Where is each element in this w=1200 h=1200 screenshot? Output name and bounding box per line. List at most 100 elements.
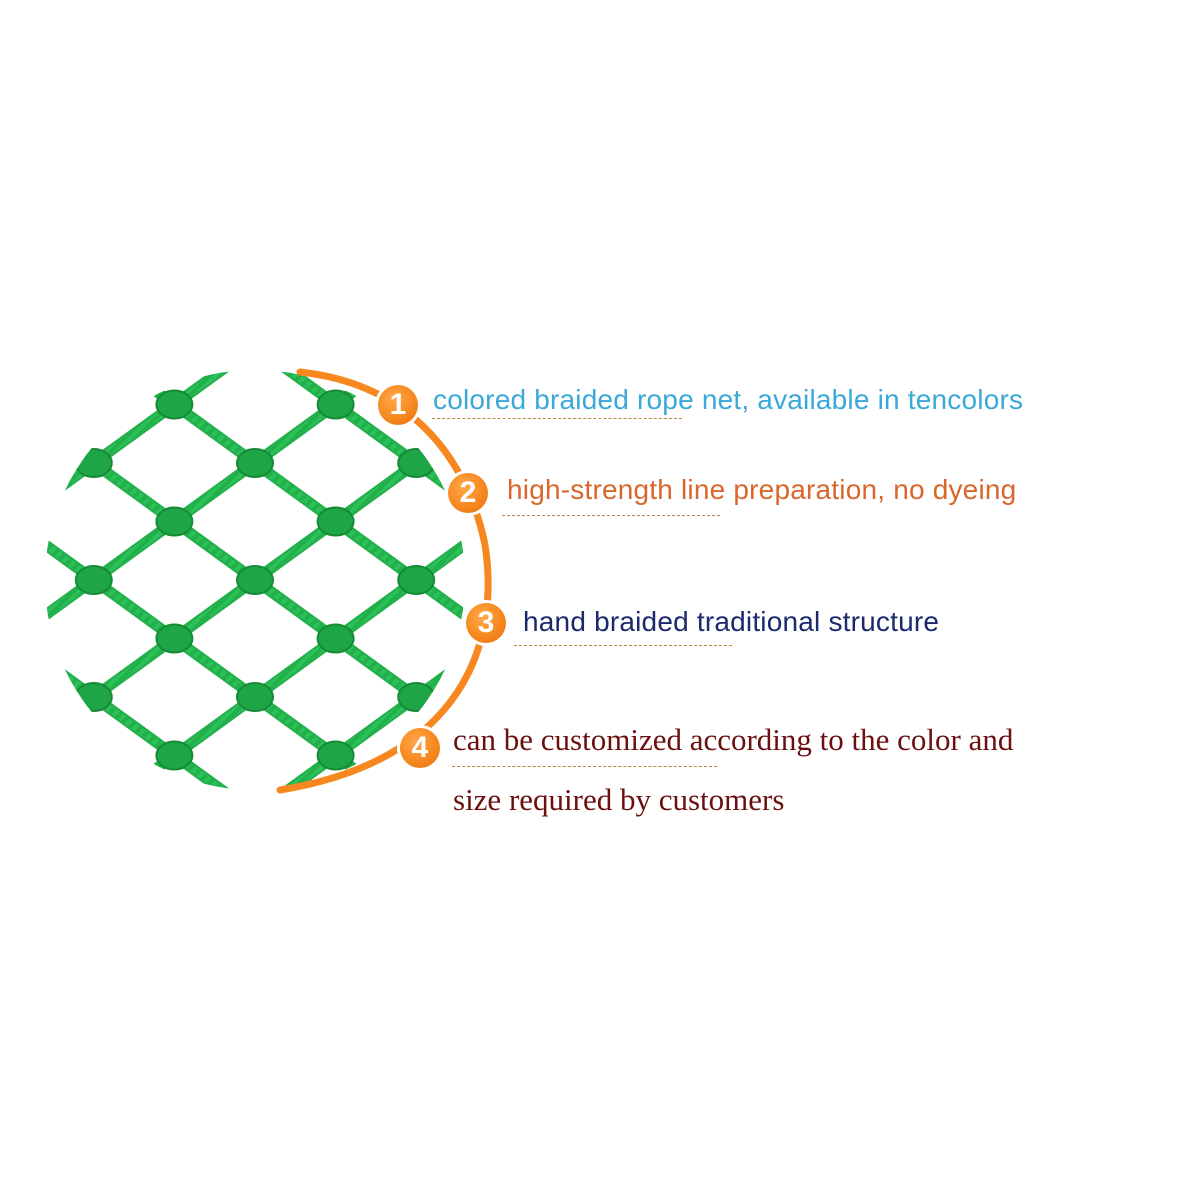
rope-strand [416,229,497,288]
rope-strand [497,814,578,873]
rope-knot [74,448,113,478]
rope-strand [0,697,13,756]
rope-strand [13,814,94,873]
rope-strand [94,873,175,932]
rope-knot [0,859,31,887]
feature-text-2: high-strength line preparation, no dyein… [507,474,1017,505]
rope-strand [416,288,497,347]
rope-knot [237,800,273,828]
rope-strand [13,873,94,932]
feature-text-1: colored braided rope net, available in t… [433,384,1024,415]
rope-knot [397,565,436,595]
rope-strand [336,873,417,932]
rope-strand [255,990,336,1049]
rope-strand [45,401,98,467]
rope-strand [255,814,336,873]
rope-knot [0,508,31,536]
rope-knot [0,742,31,770]
rope-strand [497,288,578,347]
rope-strand [94,873,175,932]
rope-strand [658,639,739,698]
rope-knot [316,389,355,420]
rope-strand [13,873,94,932]
feature-text-3: hand braided traditional structure [523,606,940,637]
rope-strand [174,990,255,1049]
rope-strand [45,399,100,469]
rope-strand [255,990,336,1049]
rope-strand [174,931,255,990]
rope-knot [559,449,595,477]
rope-strand [45,370,98,408]
rope-strand [0,522,13,581]
rope-strand [174,288,255,347]
rope-strand [577,639,658,698]
rope-knot [398,215,434,243]
rope-knot [559,683,595,711]
rope-strand [255,873,336,932]
rope-knot [237,332,273,360]
rope-strand [336,873,417,932]
rope-knot [397,448,436,478]
rope-strand [94,288,175,347]
rope-knot [479,274,515,302]
rope-strand [94,171,175,230]
rope-strand [336,288,417,347]
rope-knot [316,623,355,654]
rope-strand [45,370,100,410]
rope-knot [318,859,354,887]
dashed-underline-1 [432,418,682,419]
rope-knot [316,740,355,771]
rope-strand [174,990,255,1049]
rope-knot [0,391,31,419]
rope-strand [94,229,175,288]
rope-knot [76,800,112,828]
rope-strand [336,171,417,230]
rope-strand [0,697,13,756]
rope-knot [236,565,274,595]
rope-knot [155,389,194,420]
rope-strand [94,931,175,990]
rope-strand [0,463,13,522]
rope-strand [336,814,417,873]
rope-knot [236,682,274,712]
rope-knot [640,508,676,536]
rope-strand [0,814,13,873]
rope-knot [721,566,757,594]
rope-strand [45,693,98,759]
number-badge-3: 3 [466,603,506,643]
rope-strand [497,288,578,347]
rope-strand [0,346,13,405]
rope-strand [174,112,255,171]
rope-strand [336,288,417,347]
rope-strand [0,639,13,698]
rope-strand [13,814,94,873]
rope-strand [174,288,255,347]
rope-strand [336,931,417,990]
rope-strand [416,229,497,288]
rope-strand [255,931,336,990]
rope-strand [174,229,255,288]
rope-strand [13,229,94,288]
rope-knot [156,157,192,185]
feature-text-4: can be customized according to the color… [453,722,1014,757]
rope-strand [497,639,578,698]
rope-strand [0,288,13,347]
rope-knot [479,859,515,887]
rope-strand [255,931,336,990]
rope-strand [416,814,497,873]
rope-knot [237,1034,273,1062]
rope-knot [0,274,31,302]
rope-strand [0,580,13,639]
rope-strand [577,639,658,698]
rope-strand [13,229,94,288]
rope-strand [255,171,336,230]
rope-knot [237,917,273,945]
rope-strand [0,756,13,815]
rope-strand [497,639,578,698]
rope-knot [156,274,192,302]
rope-strand [497,814,578,873]
rope-strand [416,288,497,347]
rope-strand [336,814,417,873]
rope-strand [739,639,820,698]
rope-knot [397,682,436,712]
